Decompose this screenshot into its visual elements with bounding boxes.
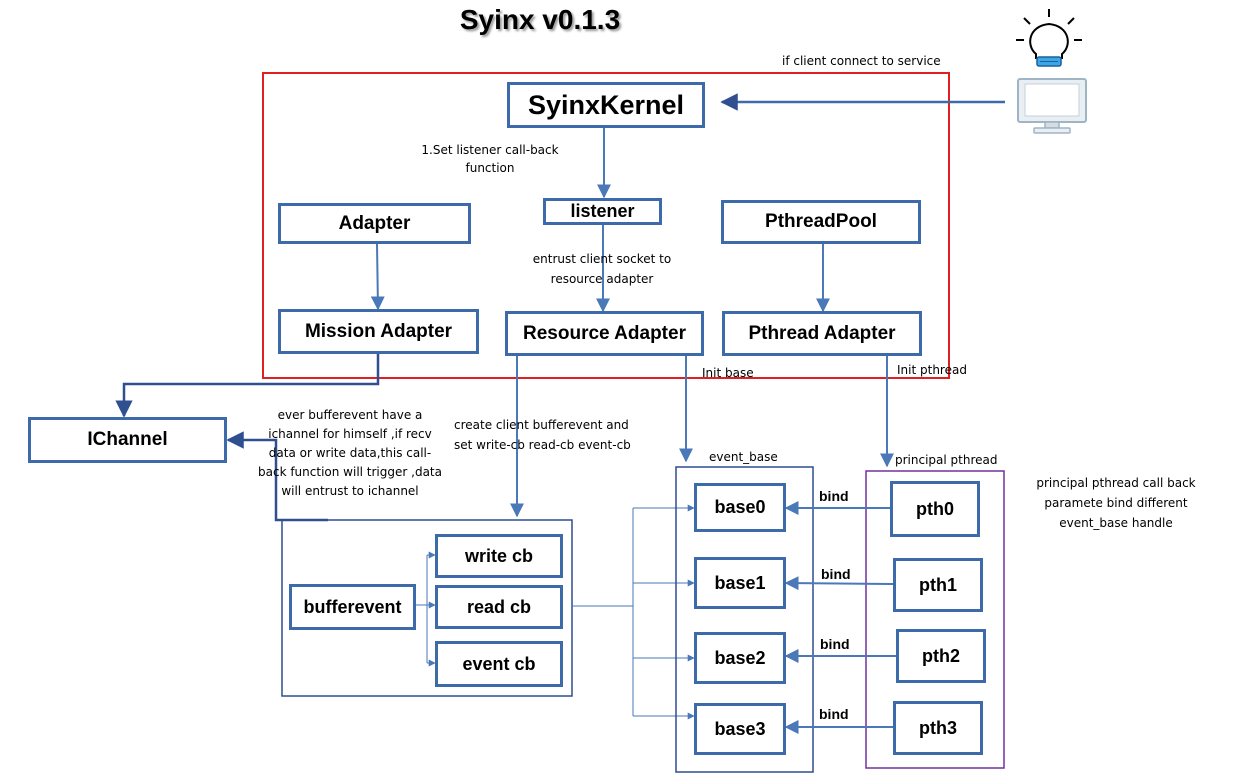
init-pthread-label: Init pthread (897, 363, 967, 377)
principal-note-line: principal pthread call back (1036, 476, 1196, 490)
pth1-bind-base1-arrow (784, 576, 894, 591)
pth3-box[interactable]: pth3 (893, 701, 983, 755)
write-cb-box[interactable]: write cb (435, 534, 563, 578)
lightbulb-icon (1016, 9, 1082, 67)
base2-box[interactable]: base2 (694, 632, 786, 684)
base0-box[interactable]: base0 (694, 483, 786, 532)
ichannel-box[interactable]: IChannel (28, 417, 227, 463)
ichannel-note-line: data or write data,this call- (268, 446, 432, 460)
bind-label-2: bind (820, 636, 850, 652)
pthread-pool-box[interactable]: PthreadPool (721, 200, 921, 244)
syinx-kernel-box[interactable]: SyinxKernel (507, 82, 705, 128)
event-base-group-label: event_base (709, 450, 778, 464)
pth0-box[interactable]: pth0 (890, 481, 980, 537)
event-base-group-frame (675, 466, 814, 773)
ichannel-note-line: will entrust to ichannel (281, 484, 419, 498)
bind-label-1: bind (821, 566, 851, 582)
pth1-box[interactable]: pth1 (893, 558, 983, 612)
bufferevent-group-frame (281, 519, 573, 697)
pthread-adapter-box[interactable]: Pthread Adapter (722, 311, 922, 356)
pth2-box[interactable]: pth2 (896, 629, 986, 683)
bind-label-0: bind (819, 488, 849, 504)
read-cb-box[interactable]: read cb (435, 585, 563, 629)
base1-box[interactable]: base1 (694, 557, 786, 609)
principal-pthread-group-label: principal pthread (895, 453, 998, 467)
ichannel-note-line: back function will trigger ,data (258, 465, 442, 479)
set-listener-note-line1: 1.Set listener call-back (421, 143, 559, 157)
ichannel-note-line: ichannel for himself ,if recv (268, 427, 432, 441)
entrust-note-line1: entrust client socket to (532, 252, 672, 266)
principal-note: principal pthread call back paramete bin… (1026, 473, 1206, 533)
client-connect-note: if client connect to service (782, 54, 941, 68)
base3-box[interactable]: base3 (694, 703, 786, 755)
ichannel-note-line: ever bufferevent have a (277, 408, 423, 422)
bufferevent-to-ichannel-arrow (226, 431, 328, 522)
principal-note-line: paramete bind different (1044, 496, 1188, 510)
resource-adapter-box[interactable]: Resource Adapter (505, 311, 704, 356)
kernel-frame (262, 72, 950, 379)
set-listener-note-line2: function (465, 161, 515, 175)
ichannel-note: ever bufferevent have a ichannel for him… (245, 406, 455, 501)
bufferevent-box[interactable]: bufferevent (289, 584, 416, 630)
event-cb-box[interactable]: event cb (435, 641, 563, 687)
init-base-label: Init base (702, 366, 754, 380)
computer-monitor-icon (1017, 78, 1087, 134)
principal-pthread-group-frame (865, 470, 1005, 769)
listener-box[interactable]: listener (543, 198, 662, 225)
mission-to-ichannel-arrow (115, 354, 380, 418)
adapter-box[interactable]: Adapter (278, 203, 471, 244)
diagram-title: Syinx v0.1.3 (459, 4, 621, 35)
principal-note-line: event_base handle (1059, 516, 1173, 530)
adapter-to-mission-arrow (370, 243, 385, 311)
bufferevent-note-line1: create client bufferevent and (454, 418, 629, 432)
entrust-note-line2: resource adapter (550, 272, 654, 286)
bind-label-3: bind (819, 706, 849, 722)
mission-adapter-box[interactable]: Mission Adapter (278, 309, 479, 354)
bufferevent-note-line2: set write-cb read-cb event-cb (454, 438, 631, 452)
